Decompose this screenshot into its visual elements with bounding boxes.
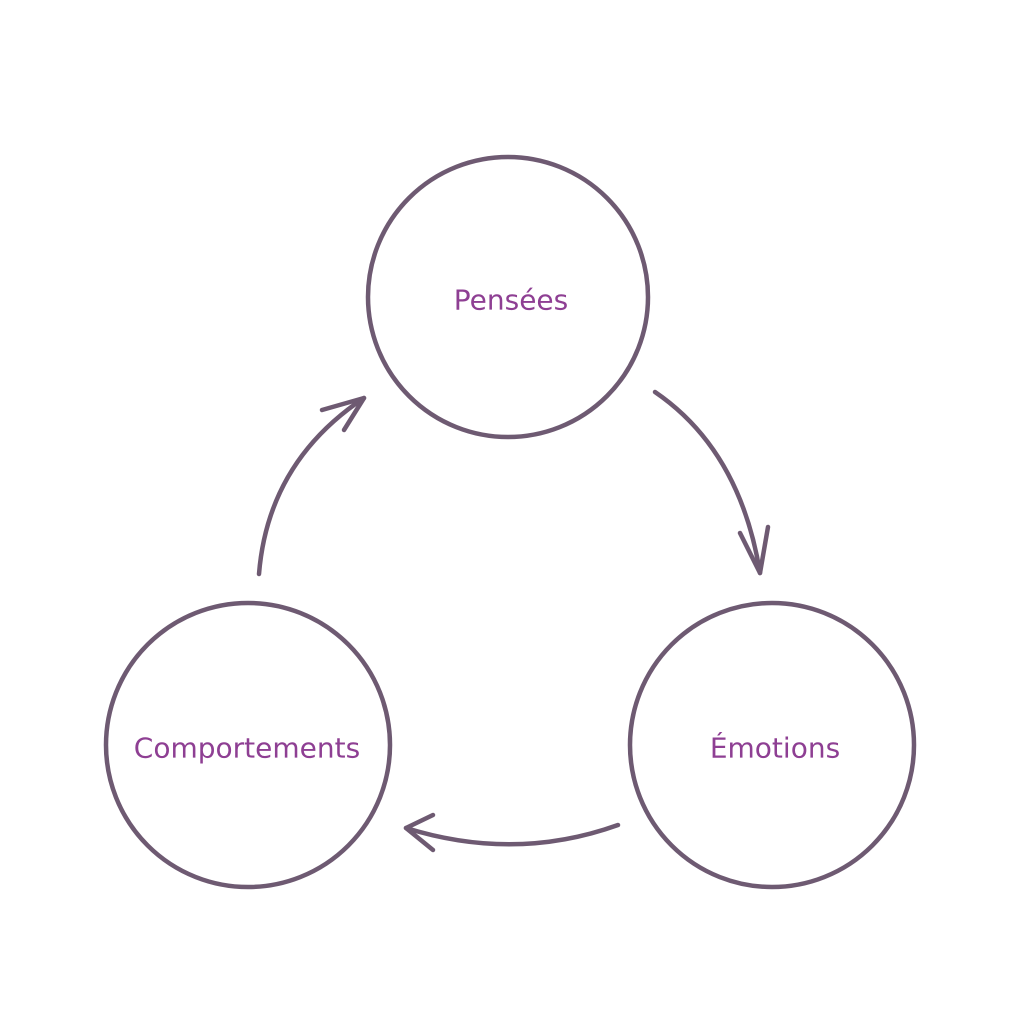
node-label-emotions: Émotions — [709, 731, 841, 765]
arrow-emotions-to-comportements — [403, 812, 621, 853]
node-label-pensees: Pensées — [453, 283, 569, 317]
node-circle-emotions — [627, 600, 917, 890]
arrow-pensees-to-emotions — [652, 389, 771, 576]
arrow-comportements-to-pensees — [256, 395, 367, 577]
node-label-comportements: Comportements — [133, 731, 361, 765]
node-circle-comportements — [103, 600, 393, 890]
node-circle-pensees — [365, 154, 651, 440]
